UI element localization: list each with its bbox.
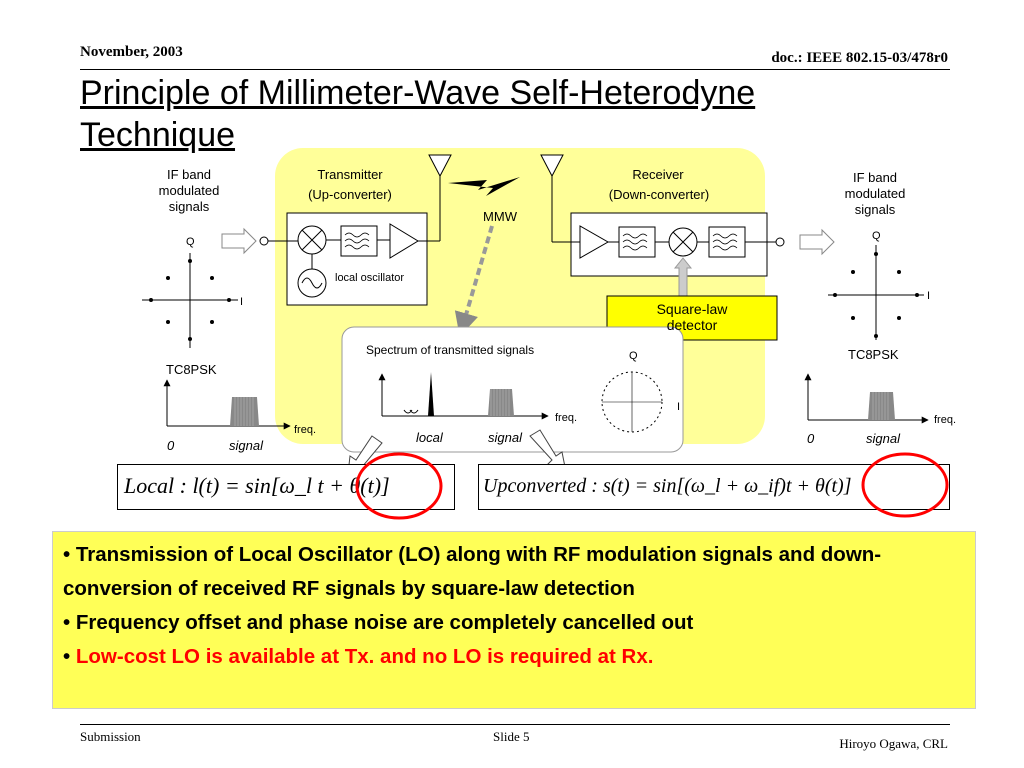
square-law-detector-label: Square-law detector [656,301,728,333]
header-doc-id: doc.: IEEE 802.15-03/478r0 [771,50,948,66]
bullet-3: • Low-cost LO is available at Tx. and no… [63,645,654,668]
lo-spectral-line [428,372,434,416]
right-i-label: I [927,290,931,302]
footer-slide-number: Slide 5 [493,729,530,744]
footer-rule [80,724,950,725]
spectrum-q-label: Q [629,350,638,362]
local-oscillator-label: local oscillator [335,272,405,284]
rx-filter1-icon [618,226,656,258]
highlight-circles [355,452,949,520]
header-rule [80,69,950,70]
header-date: November, 2003 [80,44,183,60]
footer-submission: Submission [80,729,141,744]
local-equation: Local : l(t) = sin[ω_l t + θ(t)] [124,473,390,498]
tx-antenna-icon [428,154,452,178]
right-q-label: Q [872,230,881,242]
upconv-theta-highlight [861,452,949,518]
upconverted-equation: Upconverted : s(t) = sin[(ω_l + ω_if)t +… [483,475,852,497]
if-label-right: IF band modulated signals [844,170,906,217]
tx-subtitle: (Up-converter) [308,187,392,202]
rx-subtitle: (Down-converter) [608,187,710,202]
bullet-2: • Frequency offset and phase noise are c… [63,611,694,634]
left-i-label: I [240,296,244,308]
rx-title: Receiver [632,167,684,182]
if-label-left: IF band modulated signals [158,167,220,214]
tx-amplifier-icon [389,223,419,259]
right-freq-label: freq. [934,414,957,426]
bullet-1: • Transmission of Local Oscillator (LO) … [63,543,882,600]
right-signal-label: signal [866,431,900,446]
mmw-label: MMW [483,209,517,224]
left-q-label: Q [186,236,195,248]
left-zero-label: 0 [167,438,175,453]
right-zero-label: 0 [807,431,815,446]
left-constellation [142,253,238,348]
tx-title: Transmitter [317,167,383,182]
right-constellation [828,245,924,340]
local-theta-highlight [355,452,443,520]
diagram-canvas [142,148,929,475]
rx-antenna-icon [540,154,564,178]
tx-signal-spectrum [488,389,514,416]
right-spectrum [804,373,929,424]
left-signal-label: signal [229,438,263,453]
local-equation-box: Local : l(t) = sin[ω_l t + θ(t)] [117,464,455,510]
footer-author: Hiroyo Ogawa, CRL [839,736,948,751]
spectrum-signal-label: signal [488,430,522,445]
mmw-dashed-arrow [454,225,494,337]
if-input-arrow [221,227,257,255]
rx-filter2-icon [708,226,746,258]
spectrum-freq-label: freq. [555,412,578,424]
spectrum-i-label: I [677,401,681,413]
if-output-arrow [799,228,835,256]
upconv-eq-arrow [529,429,567,473]
left-spectrum [163,379,291,430]
spectrum-title: Spectrum of transmitted signals [366,343,535,357]
tx-filter-icon [340,225,378,257]
slide-title: Principle of Millimeter-Wave Self-Hetero… [80,74,756,154]
spectrum-local-label: local [416,430,443,445]
spectrum-box [341,326,684,453]
mmw-lightning-icon [448,177,520,196]
left-tc8psk-label: TC8PSK [166,362,217,377]
right-tc8psk-label: TC8PSK [848,347,899,362]
bullet-box: • Transmission of Local Oscillator (LO) … [52,531,976,709]
left-freq-label: freq. [294,424,317,436]
square-law-detector-box [606,295,778,341]
